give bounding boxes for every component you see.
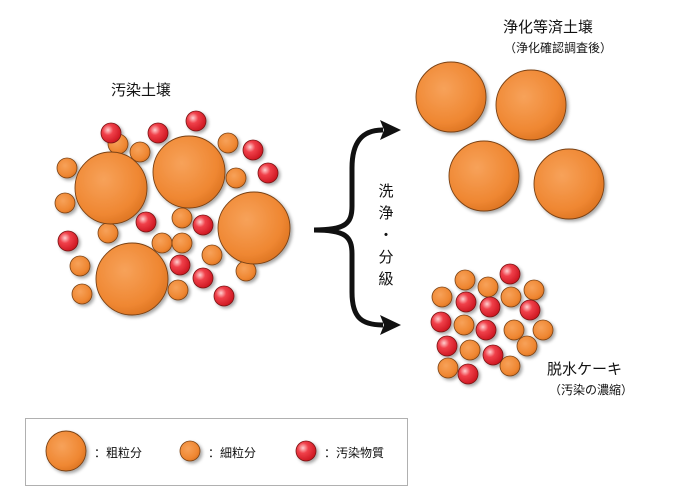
fine-particle bbox=[477, 276, 499, 298]
contaminant-particle bbox=[482, 344, 504, 366]
coarse-particle bbox=[533, 148, 605, 220]
contaminant-particle bbox=[436, 335, 458, 357]
fine-particle bbox=[201, 244, 223, 266]
contaminant-particle bbox=[169, 254, 191, 276]
fine-particle bbox=[225, 167, 247, 189]
wash-classify-brace bbox=[313, 127, 384, 328]
contaminated-soil-label: 汚染土壌 bbox=[111, 81, 172, 99]
fine-particle bbox=[523, 279, 545, 301]
coarse-particle bbox=[495, 69, 567, 141]
process-char: 分 bbox=[378, 248, 394, 266]
fine-particle bbox=[167, 279, 189, 301]
arrowhead-upper bbox=[380, 120, 401, 140]
process-char: 級 bbox=[378, 270, 394, 288]
contaminant-particle bbox=[499, 263, 521, 285]
dewatered-cake-label: 脱水ケーキ bbox=[547, 360, 623, 378]
contaminant-particle bbox=[455, 291, 477, 313]
fine-particle bbox=[171, 207, 193, 229]
fine-particle-icon bbox=[179, 440, 201, 462]
fine-particle bbox=[129, 141, 151, 163]
fine-particle bbox=[431, 286, 453, 308]
purified-soil-label: 浄化等済土壌 bbox=[503, 18, 594, 36]
contaminant-particle-icon bbox=[295, 440, 317, 462]
contaminant-particle bbox=[135, 211, 157, 233]
process-char: ・ bbox=[378, 226, 394, 244]
fine-particle bbox=[217, 132, 239, 154]
fine-particle bbox=[500, 286, 522, 308]
contaminant-particle bbox=[430, 311, 452, 333]
fine-particle bbox=[459, 339, 481, 361]
contaminant-particle bbox=[192, 267, 214, 289]
coarse-particle bbox=[448, 140, 520, 212]
contaminant-particle bbox=[100, 122, 122, 144]
contaminant-particle bbox=[185, 110, 207, 132]
coarse-particle bbox=[95, 242, 169, 316]
fine-particle bbox=[503, 319, 525, 341]
contaminant-particle bbox=[257, 162, 279, 184]
purified-soil-cluster bbox=[415, 61, 605, 220]
fine-particle bbox=[171, 232, 193, 254]
fine-particle bbox=[151, 232, 173, 254]
fine-particle bbox=[453, 314, 475, 336]
dewatered-cake-cluster bbox=[430, 263, 554, 385]
brace-lower-arm bbox=[313, 227, 384, 328]
coarse-particle bbox=[415, 61, 487, 133]
contaminant-particle bbox=[519, 299, 541, 321]
contaminated-soil-cluster bbox=[54, 110, 291, 316]
coarse-particle bbox=[217, 191, 291, 265]
contaminant-particle bbox=[147, 122, 169, 144]
fine-particle bbox=[56, 157, 78, 179]
legend-item-contaminant: ：汚染物質 bbox=[294, 419, 384, 485]
brace-upper-arm bbox=[313, 127, 384, 233]
process-char: 洗 bbox=[378, 182, 394, 200]
fine-particle bbox=[71, 283, 93, 305]
contaminant-particle bbox=[192, 214, 214, 236]
legend-item-coarse: ：粗粒分 bbox=[44, 419, 142, 485]
fine-particle bbox=[437, 357, 459, 379]
fine-particle bbox=[54, 192, 76, 214]
fine-particle bbox=[454, 269, 476, 291]
contaminant-particle bbox=[475, 319, 497, 341]
coarse-particle bbox=[152, 135, 226, 209]
contaminant-particle bbox=[213, 285, 235, 307]
coarse-particle bbox=[74, 151, 148, 225]
contaminant-particle bbox=[57, 230, 79, 252]
dewatered-cake-sublabel: （汚染の濃縮） bbox=[549, 383, 634, 397]
purified-soil-sublabel: （浄化確認調査後） bbox=[504, 41, 613, 55]
wash-classify-label: 洗 浄 ・ 分 級 bbox=[375, 180, 397, 290]
process-char: 浄 bbox=[378, 204, 394, 222]
coarse-particle-icon bbox=[45, 430, 87, 472]
arrowhead-lower bbox=[380, 315, 401, 335]
fine-particle bbox=[97, 222, 119, 244]
legend: ：粗粒分 ：細粒分 ：汚染物質 bbox=[25, 418, 408, 486]
fine-particle bbox=[516, 335, 538, 357]
contaminant-particle bbox=[457, 363, 479, 385]
legend-label-coarse: ：粗粒分 bbox=[94, 445, 143, 460]
fine-particle bbox=[499, 355, 521, 377]
fine-particle bbox=[69, 255, 91, 277]
legend-item-fine: ：細粒分 bbox=[178, 419, 256, 485]
legend-label-fine: ：細粒分 bbox=[208, 445, 257, 460]
legend-label-contaminant: ：汚染物質 bbox=[324, 445, 385, 460]
fine-particle bbox=[532, 319, 554, 341]
contaminant-particle bbox=[242, 139, 264, 161]
contaminant-particle bbox=[479, 296, 501, 318]
